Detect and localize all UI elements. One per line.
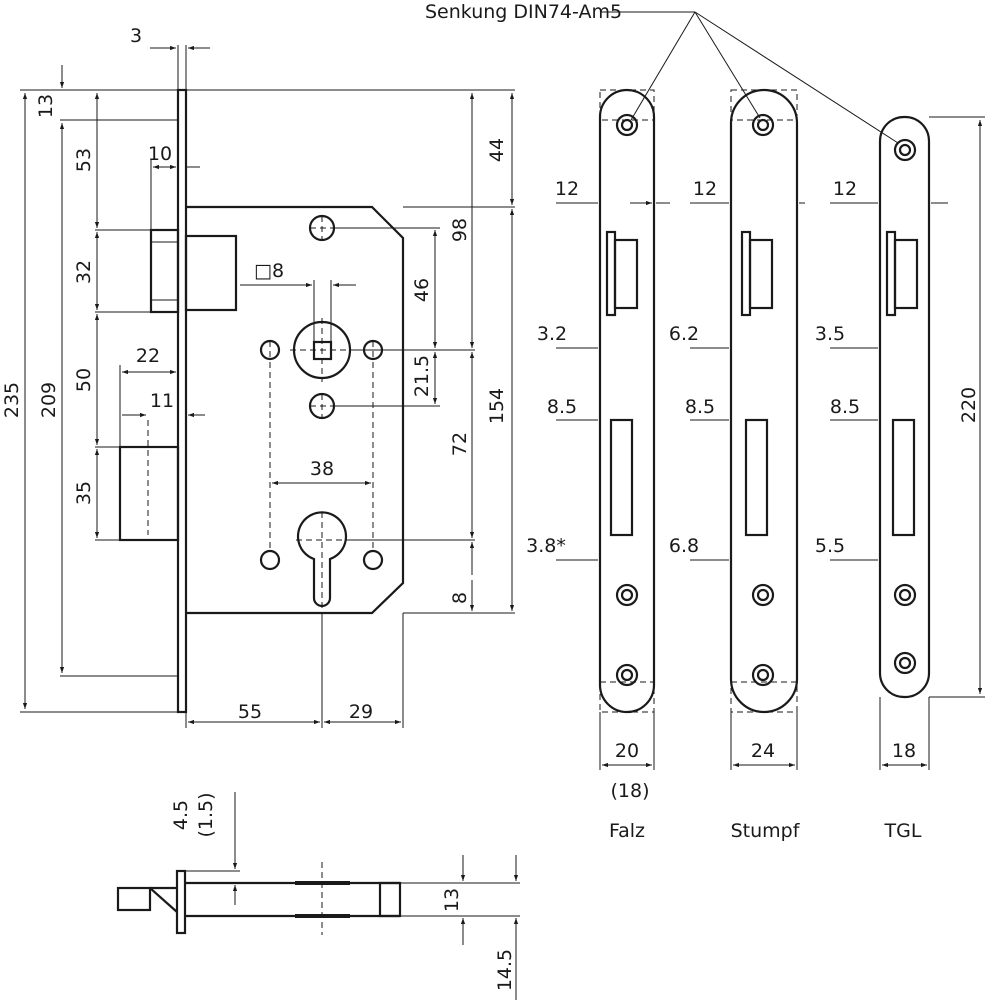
dim-body-top: 44 [486,138,508,162]
dim-d1: 3.2 [537,323,567,345]
dim-d3: 5.5 [815,535,845,557]
lock-body [186,205,405,615]
dim-backset: 55 [238,701,262,723]
countersink-icon [615,113,639,137]
lock-front-view: 3 13 53 10 32 □8 22 50 11 35 235 209 44 … [1,25,515,728]
strike-plate-stumpf [690,88,805,770]
dim-d1: 3.5 [815,323,845,345]
lock-bottom-view: 4.5 (1.5) 13 14.5 [116,792,520,1000]
spindle-hub [290,318,354,382]
strike-plates: Senkung DIN74-Am5 [425,1,985,842]
dim-latch-height: 32 [73,260,95,284]
dim-hole-offset: 21.5 [411,355,433,397]
latch-housing [184,234,238,312]
dim-d1: 6.2 [669,323,699,345]
screw-hole-mid [308,392,336,420]
dim-latch: 12 [693,178,717,200]
dim-faceplate: 3 [130,25,142,47]
dim-d3: 3.8* [526,535,566,557]
dim-bolt-height: 35 [73,481,95,505]
dim-spindle: □8 [254,260,284,282]
latch [149,228,180,314]
dim-offset-alt: (1.5) [195,792,217,837]
dim-latch-top: 53 [73,148,95,172]
plate-label-falz: Falz [609,820,645,842]
dim-spindle-offset: 46 [411,278,433,302]
dim-top-screw: 98 [449,218,471,242]
dim-plate-height: 220 [958,387,980,423]
dim-latch: 12 [833,178,857,200]
dim-width: 18 [892,740,916,762]
plate-label-stumpf: Stumpf [731,820,801,842]
dim-d2: 8.5 [685,396,715,418]
dim-width-alt: (18) [610,780,649,802]
dim-body-height: 154 [486,388,508,424]
fixing-hole [259,339,281,361]
fixing-hole [259,549,281,571]
cylinder-cutout [296,511,348,608]
dim-width: 20 [615,740,639,762]
dim-hole-spacing: 38 [310,458,334,480]
screw-hole-top [308,214,336,242]
deadbolt [118,445,180,542]
dim-bottom-offset: 8 [449,592,471,604]
dim-top-offset: 13 [35,94,57,118]
dim-bolt-offset: 11 [150,390,174,412]
dim-offset: 4.5 [170,800,192,830]
dim-total-height: 235 [1,382,23,418]
callout-countersink: Senkung DIN74-Am5 [425,1,622,23]
dim-width: 24 [751,740,775,762]
strike-plate-tgl [830,115,985,770]
fixing-hole [362,549,384,571]
dim-body-rest: 29 [349,701,373,723]
dim-bolt-throw: 22 [136,345,160,367]
faceplate [176,88,188,714]
dim-plate-width: 14.5 [494,949,516,991]
dim-d3: 6.8 [669,535,699,557]
dim-d2: 8.5 [547,396,577,418]
dim-distance: 72 [449,432,471,456]
dim-body-width: 13 [441,888,463,912]
strike-plate-falz [556,88,670,770]
plate-label-tgl: TGL [884,820,922,842]
dim-latch-bolt-gap: 50 [73,368,95,392]
dim-latch-depth: 10 [148,143,172,165]
dim-screw-spacing: 209 [38,382,60,418]
dim-d2: 8.5 [830,396,860,418]
dim-latch: 12 [555,178,579,200]
